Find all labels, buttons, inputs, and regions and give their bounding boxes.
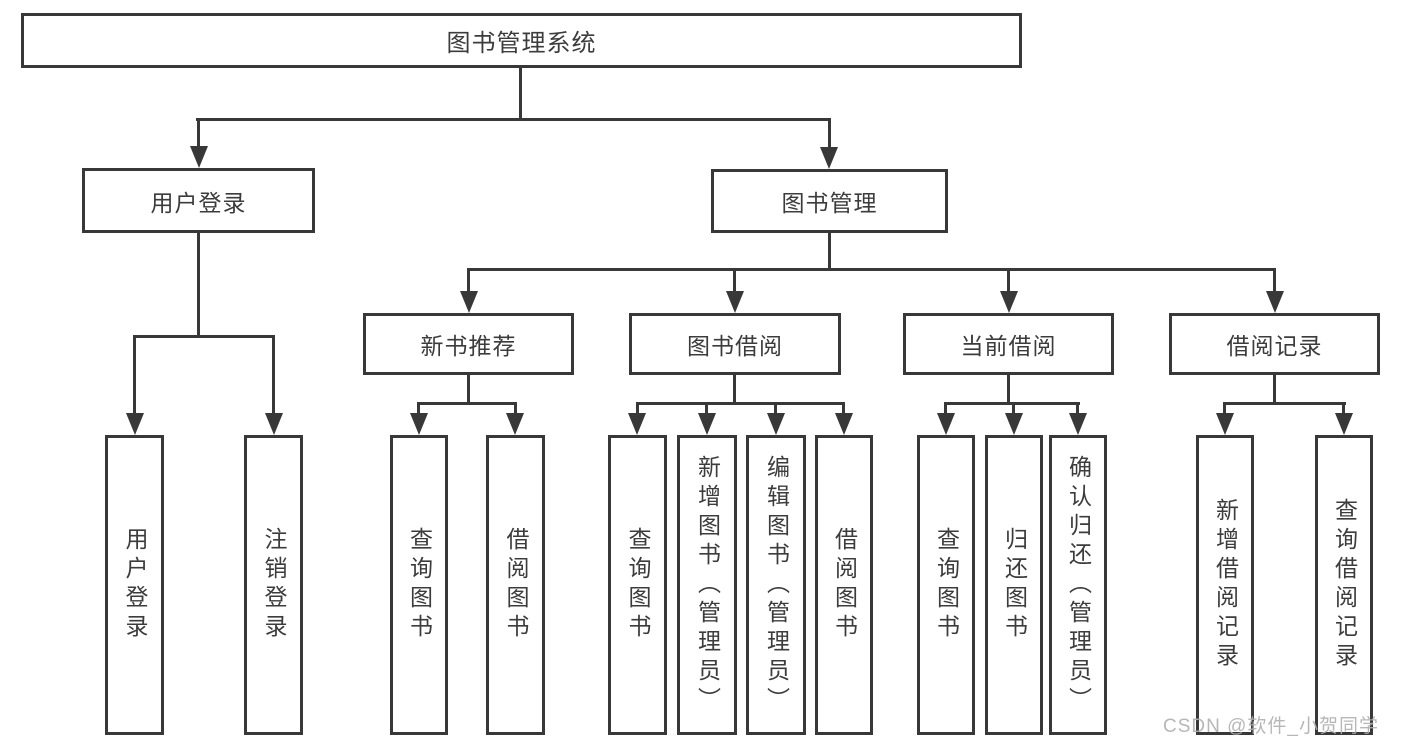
connector-drop-leaf — [1012, 402, 1015, 415]
connector-drop-leaf — [1342, 402, 1345, 415]
leaf-logout-label: 注销登录 — [261, 527, 287, 643]
connector-drop-leaf — [705, 402, 708, 415]
arrowhead-down-icon — [506, 413, 524, 435]
connector-book-borrow-stem — [733, 375, 736, 405]
connector-drop-book-management — [828, 118, 831, 148]
connector-borrow-records-stem — [1273, 375, 1276, 405]
node-book-borrow-label: 图书借阅 — [687, 333, 783, 359]
arrowhead-down-icon — [698, 413, 716, 435]
connector-root-stem — [519, 68, 522, 118]
leaf-query-books-borrow-label: 查询图书 — [625, 527, 651, 643]
leaf-borrow-books-newbooks: 借阅图书 — [486, 435, 545, 735]
arrowhead-down-icon — [835, 413, 853, 435]
node-library-system-label: 图书管理系统 — [446, 30, 597, 57]
arrowhead-down-icon — [265, 413, 283, 435]
arrowhead-down-icon — [1005, 413, 1023, 435]
leaf-return-book-label: 归还图书 — [1001, 527, 1028, 643]
leaf-edit-book-admin: 编辑图书（管理员） — [746, 435, 806, 735]
connector-level2-rail — [467, 268, 1275, 271]
connector-drop-leaf — [1076, 402, 1079, 415]
arrowhead-down-icon — [726, 291, 744, 313]
connector-drop-leaf — [417, 402, 420, 415]
leaf-add-borrow-record-label: 新增借阅记录 — [1212, 498, 1239, 672]
arrowhead-down-icon — [1216, 413, 1234, 435]
arrowhead-down-icon — [820, 147, 838, 169]
node-book-borrow: 图书借阅 — [629, 313, 841, 375]
connector-book-management-stem — [828, 233, 831, 271]
leaf-user-login: 用户登录 — [105, 435, 164, 735]
connector-drop-new-books — [467, 268, 470, 293]
connector-borrow-records-rail — [1223, 402, 1346, 405]
leaf-query-books-newbooks: 查询图书 — [390, 435, 448, 735]
leaf-query-books-current: 查询图书 — [917, 435, 975, 735]
leaf-query-books-newbooks-label: 查询图书 — [406, 527, 433, 643]
leaf-add-book-admin: 新增图书（管理员） — [677, 435, 737, 735]
node-user-login-label: 用户登录 — [150, 189, 247, 216]
connector-drop-leaf — [842, 402, 845, 415]
arrowhead-down-icon — [460, 291, 478, 313]
node-library-system: 图书管理系统 — [21, 13, 1022, 68]
leaf-add-book-admin-label: 新增图书（管理员） — [694, 454, 721, 716]
node-new-book-recommend: 新书推荐 — [363, 313, 574, 375]
arrowhead-down-icon — [410, 413, 428, 435]
leaf-confirm-return-admin-label: 确认归还（管理员） — [1065, 454, 1092, 716]
connector-new-books-stem — [467, 375, 470, 405]
connector-drop-book-borrow — [733, 268, 736, 293]
arrowhead-down-icon — [767, 413, 785, 435]
node-borrow-records-label: 借阅记录 — [1226, 333, 1323, 359]
connector-drop-user-login — [197, 118, 200, 148]
arrowhead-down-icon — [1000, 291, 1018, 313]
node-current-borrow: 当前借阅 — [903, 313, 1114, 375]
connector-drop-leaf — [133, 335, 136, 413]
connector-new-books-rail — [418, 402, 517, 405]
node-new-book-recommend-label: 新书推荐 — [420, 333, 517, 359]
connector-user-login-rail — [133, 335, 275, 338]
arrowhead-down-icon — [1069, 413, 1087, 435]
leaf-user-login-label: 用户登录 — [122, 527, 148, 643]
leaf-query-borrow-record-label: 查询借阅记录 — [1331, 498, 1358, 672]
connector-drop-current-borrow — [1007, 268, 1010, 293]
arrowhead-down-icon — [126, 413, 144, 435]
node-book-management-label: 图书管理 — [781, 190, 878, 216]
leaf-return-book: 归还图书 — [985, 435, 1043, 735]
arrowhead-down-icon — [190, 146, 208, 168]
leaf-borrow-books-borrow-label: 借阅图书 — [831, 527, 858, 643]
arrowhead-down-icon — [1266, 291, 1284, 313]
leaf-edit-book-admin-label: 编辑图书（管理员） — [763, 454, 790, 716]
node-current-borrow-label: 当前借阅 — [960, 333, 1057, 359]
arrowhead-down-icon — [937, 413, 955, 435]
connector-drop-leaf — [636, 402, 639, 415]
connector-level1-rail — [196, 118, 831, 121]
connector-current-borrow-stem — [1007, 375, 1010, 405]
leaf-add-borrow-record: 新增借阅记录 — [1196, 435, 1254, 735]
connector-drop-leaf — [774, 402, 777, 415]
node-borrow-records: 借阅记录 — [1169, 313, 1380, 375]
connector-drop-leaf — [272, 335, 275, 413]
connector-book-borrow-rail — [636, 402, 845, 405]
connector-drop-leaf — [944, 402, 947, 415]
connector-user-login-stem — [197, 233, 200, 338]
connector-drop-borrow-records — [1273, 268, 1276, 293]
leaf-borrow-books-borrow: 借阅图书 — [815, 435, 873, 735]
leaf-borrow-books-newbooks-label: 借阅图书 — [503, 527, 529, 643]
node-book-management: 图书管理 — [711, 169, 948, 233]
arrowhead-down-icon — [628, 413, 646, 435]
csdn-watermark: CSDN @软件_小贺同学 — [1163, 716, 1379, 737]
leaf-logout: 注销登录 — [244, 435, 303, 735]
leaf-query-books-borrow: 查询图书 — [608, 435, 667, 735]
leaf-query-borrow-record: 查询借阅记录 — [1315, 435, 1373, 735]
arrowhead-down-icon — [1335, 413, 1353, 435]
leaf-confirm-return-admin: 确认归还（管理员） — [1049, 435, 1107, 735]
connector-drop-leaf — [514, 402, 517, 415]
leaf-query-books-current-label: 查询图书 — [933, 527, 960, 643]
connector-drop-leaf — [1223, 402, 1226, 415]
node-user-login: 用户登录 — [82, 168, 315, 233]
